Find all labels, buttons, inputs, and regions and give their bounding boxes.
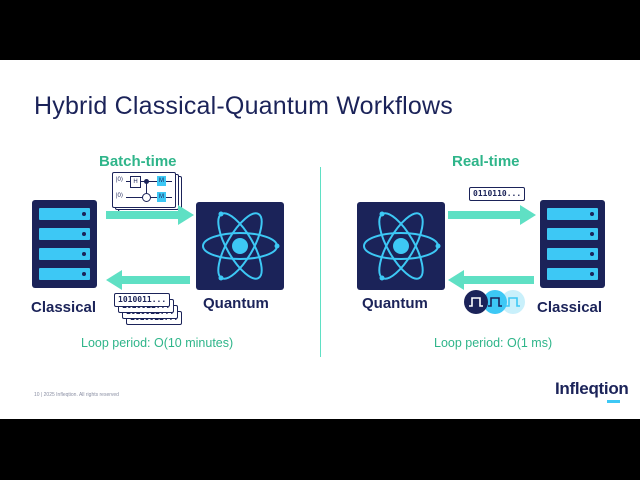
arrow-left-icon xyxy=(448,270,534,290)
logo-text: Infleqtion xyxy=(555,379,629,398)
target-icon xyxy=(142,193,151,202)
realtime-quantum-label: Quantum xyxy=(362,295,428,312)
arrow-right-icon xyxy=(106,205,194,225)
real-time-heading: Real-time xyxy=(452,153,520,170)
qubit-1-label: |0⟩ xyxy=(116,193,124,199)
slide: Hybrid Classical-Quantum Workflows Batch… xyxy=(0,60,640,419)
realtime-bitstring-card: 0110110... xyxy=(469,187,526,201)
pulse-signal-icon xyxy=(464,290,525,314)
quantum-circuit-diagram: |0⟩ |0⟩ H M M xyxy=(112,172,176,208)
realtime-classical-label: Classical xyxy=(537,299,603,316)
quantum-atom-icon xyxy=(357,202,445,290)
classical-server-icon xyxy=(32,200,97,288)
batch-loop-period: Loop period: O(10 minutes) xyxy=(81,336,234,350)
logo-accent-bar xyxy=(607,400,620,403)
bitstring-stack: 1010011... 1010011... 1010011... 1010011… xyxy=(114,293,186,329)
arrow-right-icon xyxy=(448,205,536,225)
measure-gate-1: M xyxy=(157,192,166,202)
bitstring-card-1: 1010011... xyxy=(114,293,171,307)
footer-copyright: 10 | 2025 Infleqtion. All rights reserve… xyxy=(34,392,119,398)
realtime-loop-period: Loop period: O(1 ms) xyxy=(434,336,553,350)
circuit-card-stack: |0⟩ |0⟩ H M M xyxy=(112,172,182,212)
batch-time-heading: Batch-time xyxy=(99,153,177,170)
infleqtion-logo: Infleqtion xyxy=(555,379,629,403)
slide-title: Hybrid Classical-Quantum Workflows xyxy=(34,92,453,120)
qubit-0-label: |0⟩ xyxy=(116,177,124,183)
hadamard-gate: H xyxy=(130,176,141,188)
batch-classical-label: Classical xyxy=(31,299,97,316)
batch-quantum-label: Quantum xyxy=(203,295,269,312)
classical-server-icon xyxy=(540,200,605,288)
control-dot xyxy=(144,179,149,184)
section-divider xyxy=(320,167,321,357)
measure-gate-0: M xyxy=(157,176,166,186)
arrow-left-icon xyxy=(106,270,190,290)
quantum-atom-icon xyxy=(196,202,284,290)
